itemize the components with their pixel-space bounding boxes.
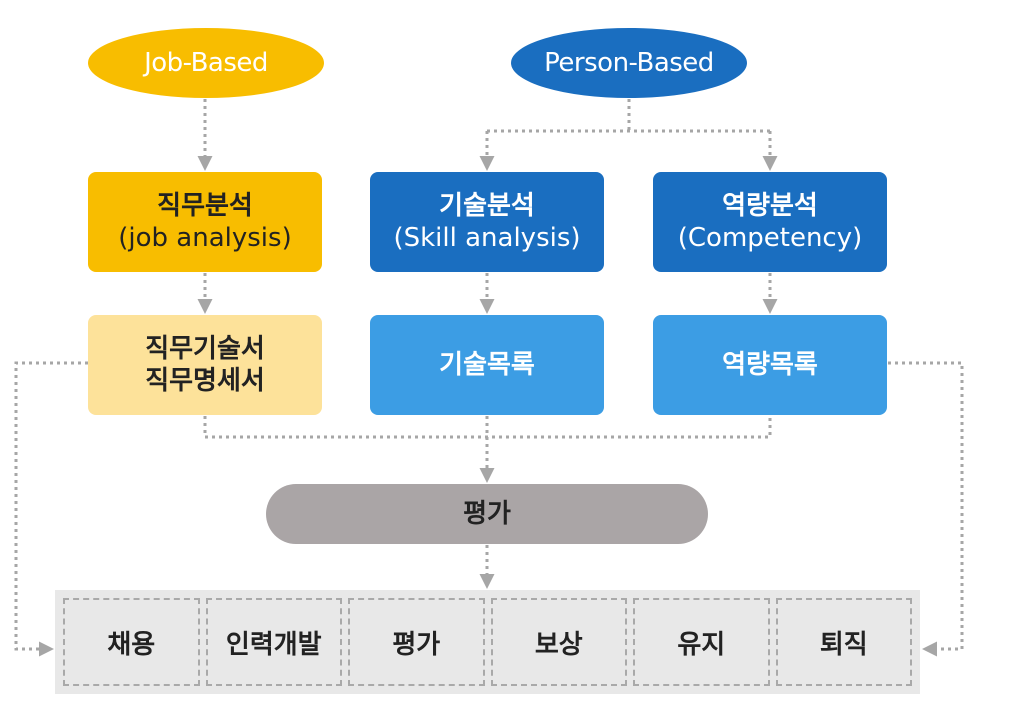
hr-function-retention: 유지 (633, 598, 770, 686)
person-based-ellipse: Person-Based (511, 28, 747, 98)
hr-function-recruitment: 채용 (63, 598, 200, 686)
job-analysis-box: 직무분석 (job analysis) (88, 172, 322, 272)
job-based-label: Job-Based (144, 47, 268, 78)
person-based-label: Person-Based (544, 47, 714, 78)
hr-function-label: 인력개발 (225, 629, 322, 660)
hr-function-evaluation: 평가 (348, 598, 485, 686)
competency-list-label: 역량목록 (722, 349, 818, 380)
hr-function-development: 인력개발 (205, 598, 342, 686)
hr-function-label: 채용 (107, 629, 156, 660)
skill-analysis-title: 기술분석 (439, 190, 535, 221)
evaluation-label: 평가 (463, 498, 511, 529)
hr-function-label: 평가 (392, 629, 441, 660)
skill-analysis-box: 기술분석 (Skill analysis) (370, 172, 604, 272)
hr-function-retirement: 퇴직 (775, 598, 912, 686)
evaluation-pill: 평가 (266, 484, 708, 544)
skill-list-label: 기술목록 (439, 349, 535, 380)
competency-analysis-subtitle: (Competency) (677, 223, 863, 253)
hr-function-compensation: 보상 (490, 598, 627, 686)
job-documents-box: 직무기술서 직무명세서 (88, 315, 322, 415)
skill-list-box: 기술목록 (370, 315, 604, 415)
connector-merge-horizontal (203, 416, 772, 439)
connector-left-bypass (14, 361, 88, 657)
competency-analysis-box: 역량분석 (Competency) (653, 172, 887, 272)
job-description-label: 직무기술서 (145, 333, 265, 364)
connector-right-bypass (888, 361, 964, 657)
hr-function-label: 유지 (677, 629, 726, 660)
skill-analysis-subtitle: (Skill analysis) (393, 223, 581, 253)
competency-list-box: 역량목록 (653, 315, 887, 415)
hr-function-label: 보상 (534, 629, 583, 660)
job-based-ellipse: Job-Based (88, 28, 324, 98)
hr-function-label: 퇴직 (819, 629, 868, 660)
hr-functions-container: 채용 인력개발 평가 보상 유지 퇴직 (55, 590, 920, 694)
competency-analysis-title: 역량분석 (722, 190, 818, 221)
job-analysis-title: 직무분석 (157, 190, 253, 221)
job-analysis-subtitle: (job analysis) (118, 223, 292, 253)
job-specification-label: 직무명세서 (145, 366, 265, 396)
